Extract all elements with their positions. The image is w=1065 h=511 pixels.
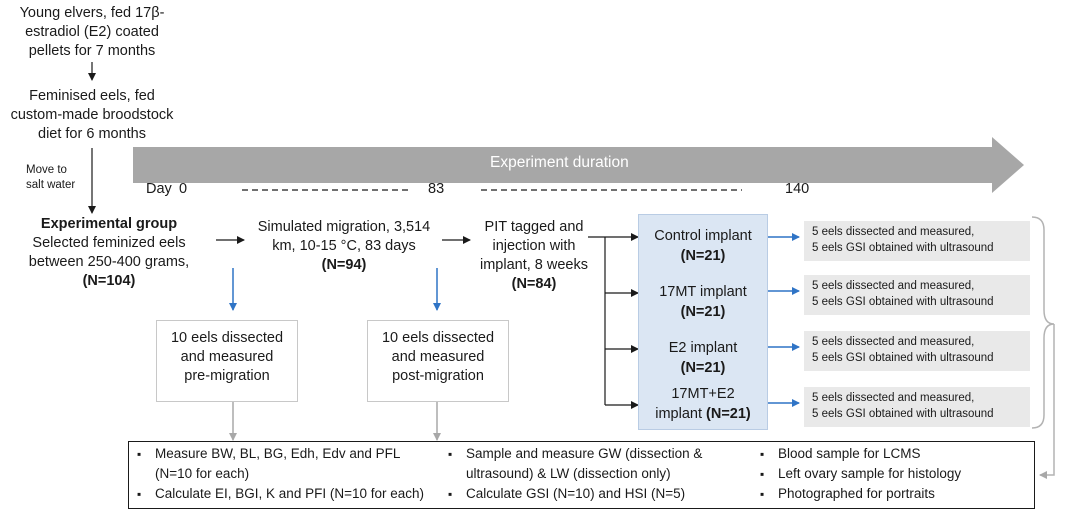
measurement-item-cont: (N=10 for each) [155,466,250,481]
implant-17mt: 17MT implant (N=21) [634,282,772,322]
measurements-col-2: Sample and measure GW (dissection & ultr… [448,444,702,504]
implant-name: 17MT+E2 [671,386,735,402]
migration-line: Simulated migration, 3,514 [257,219,431,235]
experiment-duration-label: Experiment duration [490,154,629,171]
timeline-day-label: Day [146,181,172,197]
timeline-day-83: 83 [428,181,445,197]
measurement-item: Calculate GSI (N=10) and HSI (N=5) [448,484,702,504]
intro-step-2: Feminised eels, fed custom-made broodsto… [2,87,182,144]
implant-name-2: implant [655,406,702,422]
pit-n: (N=84) [511,276,557,292]
result-line: 5 eels dissected and measured, [812,280,975,292]
measurement-item: Photographed for portraits [760,484,961,504]
move-label-line: salt water [26,179,76,191]
pre-migration-box: 10 eels dissected and measured pre-migra… [156,320,298,402]
experimental-group-line: between 250-400 grams, [28,254,190,270]
post-line: 10 eels dissected [381,330,495,346]
experimental-group-block: Experimental group Selected feminized ee… [4,215,214,291]
measurements-col-3: Blood sample for LCMS Left ovary sample … [760,444,961,504]
result-box-17mt: 5 eels dissected and measured, 5 eels GS… [804,275,1030,315]
experimental-group-title: Experimental group [40,216,178,232]
result-line: 5 eels GSI obtained with ultrasound [812,242,994,254]
move-label-line: Move to [26,164,67,176]
pit-line: implant, 8 weeks [480,257,588,273]
result-line: 5 eels dissected and measured, [812,226,975,238]
right-brace [1031,216,1055,429]
measurement-item: Sample and measure GW (dissection & [448,444,702,464]
result-box-17mt-e2: 5 eels dissected and measured, 5 eels GS… [804,387,1030,427]
implant-n: (N=21) [680,360,726,376]
result-box-e2: 5 eels dissected and measured, 5 eels GS… [804,331,1030,371]
implant-e2: E2 implant (N=21) [634,338,772,378]
experimental-group-n: (N=104) [82,273,136,289]
implant-n: (N=21) [680,304,726,320]
intro-step-1-line: pellets for 7 months [28,43,156,59]
measurement-item: Measure BW, BL, BG, Edh, Edv and PFL [137,444,424,464]
implant-name: 17MT implant [659,284,747,300]
move-to-salt-water-label: Move to salt water [26,163,90,193]
result-box-control: 5 eels dissected and measured, 5 eels GS… [804,221,1030,261]
measurement-item: Blood sample for LCMS [760,444,961,464]
simulated-migration-block: Simulated migration, 3,514 km, 10-15 °C,… [246,218,442,275]
intro-step-2-line: diet for 6 months [38,126,146,142]
result-line: 5 eels GSI obtained with ultrasound [812,352,994,364]
implant-panel [638,214,768,430]
migration-n: (N=94) [321,257,367,273]
intro-step-1-line: estradiol (E2) coated [25,24,159,40]
measurements-col-1: Measure BW, BL, BG, Edh, Edv and PFL (N=… [137,444,424,504]
experiment-duration-arrow [133,137,1024,193]
measurement-item: Left ovary sample for histology [760,464,961,484]
post-migration-box: 10 eels dissected and measured post-migr… [367,320,509,402]
pit-line: PIT tagged and [484,219,584,235]
post-line: and measured [391,349,485,365]
implant-name: Control implant [654,228,752,244]
pit-tagged-block: PIT tagged and injection with implant, 8… [474,218,594,294]
intro-step-1: Young elvers, fed 17β- estradiol (E2) co… [2,4,182,61]
pit-line: injection with [492,238,576,254]
intro-step-2-line: Feminised eels, fed [29,88,155,104]
experimental-group-line: Selected feminized eels [32,235,186,251]
result-line: 5 eels GSI obtained with ultrasound [812,408,994,420]
implant-n: (N=21) [706,406,751,422]
measurement-item: Calculate EI, BGI, K and PFI (N=10 for e… [137,484,424,504]
timeline-day-0: 0 [179,181,188,197]
result-line: 5 eels dissected and measured, [812,392,975,404]
intro-step-1-line: Young elvers, fed 17β- [19,5,165,21]
implant-17mt-e2: 17MT+E2 implant (N=21) [634,384,772,424]
implant-control: Control implant (N=21) [634,226,772,266]
migration-line: km, 10-15 °C, 83 days [272,238,416,254]
measurement-item-cont: ultrasound) & LW (dissection only) [466,466,671,481]
pre-line: 10 eels dissected [170,330,284,346]
result-line: 5 eels GSI obtained with ultrasound [812,296,994,308]
timeline-day-140: 140 [785,181,810,197]
pre-line: pre-migration [184,368,270,384]
intro-step-2-line: custom-made broodstock [10,107,174,123]
implant-name: E2 implant [668,340,738,356]
result-line: 5 eels dissected and measured, [812,336,975,348]
implant-n: (N=21) [680,248,726,264]
pre-line: and measured [180,349,274,365]
post-line: post-migration [392,368,484,384]
